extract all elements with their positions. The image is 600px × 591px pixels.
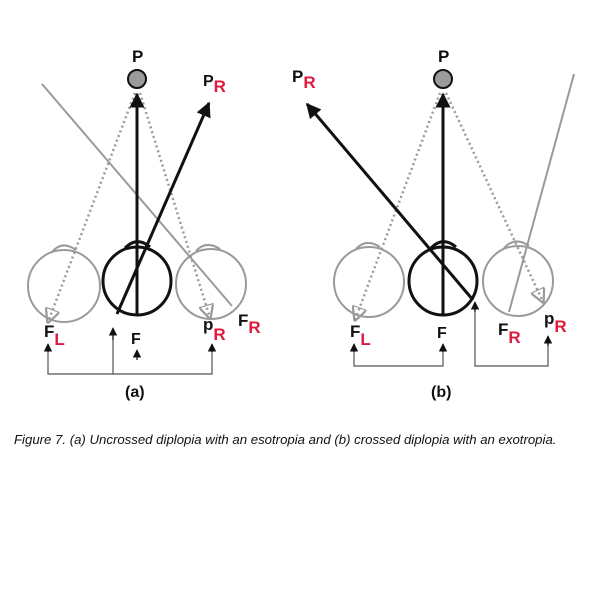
label-FL-a: FL	[44, 322, 65, 349]
label-FL-b: FL	[350, 322, 371, 349]
ghost-eye-right	[482, 240, 554, 317]
label-pR-b: pR	[544, 309, 567, 336]
ghost-sightline-left	[48, 92, 137, 322]
label-FR-b: FR	[498, 320, 521, 347]
ghost-sightline-right	[444, 92, 543, 302]
panel-label-a: (a)	[125, 384, 145, 401]
ghost-eye-left	[333, 242, 405, 318]
label-P-a: P	[132, 47, 143, 66]
target-point	[127, 69, 147, 89]
label-pR-lower-a: pR	[203, 315, 226, 344]
label-F-a: F	[131, 331, 141, 348]
label-FR-a: FR	[238, 311, 261, 337]
ghost-eye-left	[27, 244, 101, 323]
label-F-b: F	[437, 325, 447, 342]
panel-a: P PR FL F pR FR (a)	[27, 47, 261, 401]
connector-bracket	[353, 306, 549, 367]
ghost-sightline-left	[355, 92, 442, 320]
deviated-axis-arrow	[115, 101, 211, 315]
label-P-b: P	[438, 47, 449, 66]
label-PR-b: PR	[292, 67, 316, 92]
panel-label-b: (b)	[431, 384, 451, 401]
target-point	[433, 69, 453, 89]
figure-caption: Figure 7. (a) Uncrossed diplopia with an…	[14, 432, 557, 447]
deviated-axis-arrow	[305, 102, 475, 301]
panel-b: P PR FL F FR pR (b)	[292, 47, 575, 401]
ghost-diagonal-line	[508, 73, 575, 313]
ghost-sightline-right	[138, 92, 210, 318]
label-PR-a: PR	[203, 73, 226, 96]
connector-bracket	[47, 330, 213, 375]
